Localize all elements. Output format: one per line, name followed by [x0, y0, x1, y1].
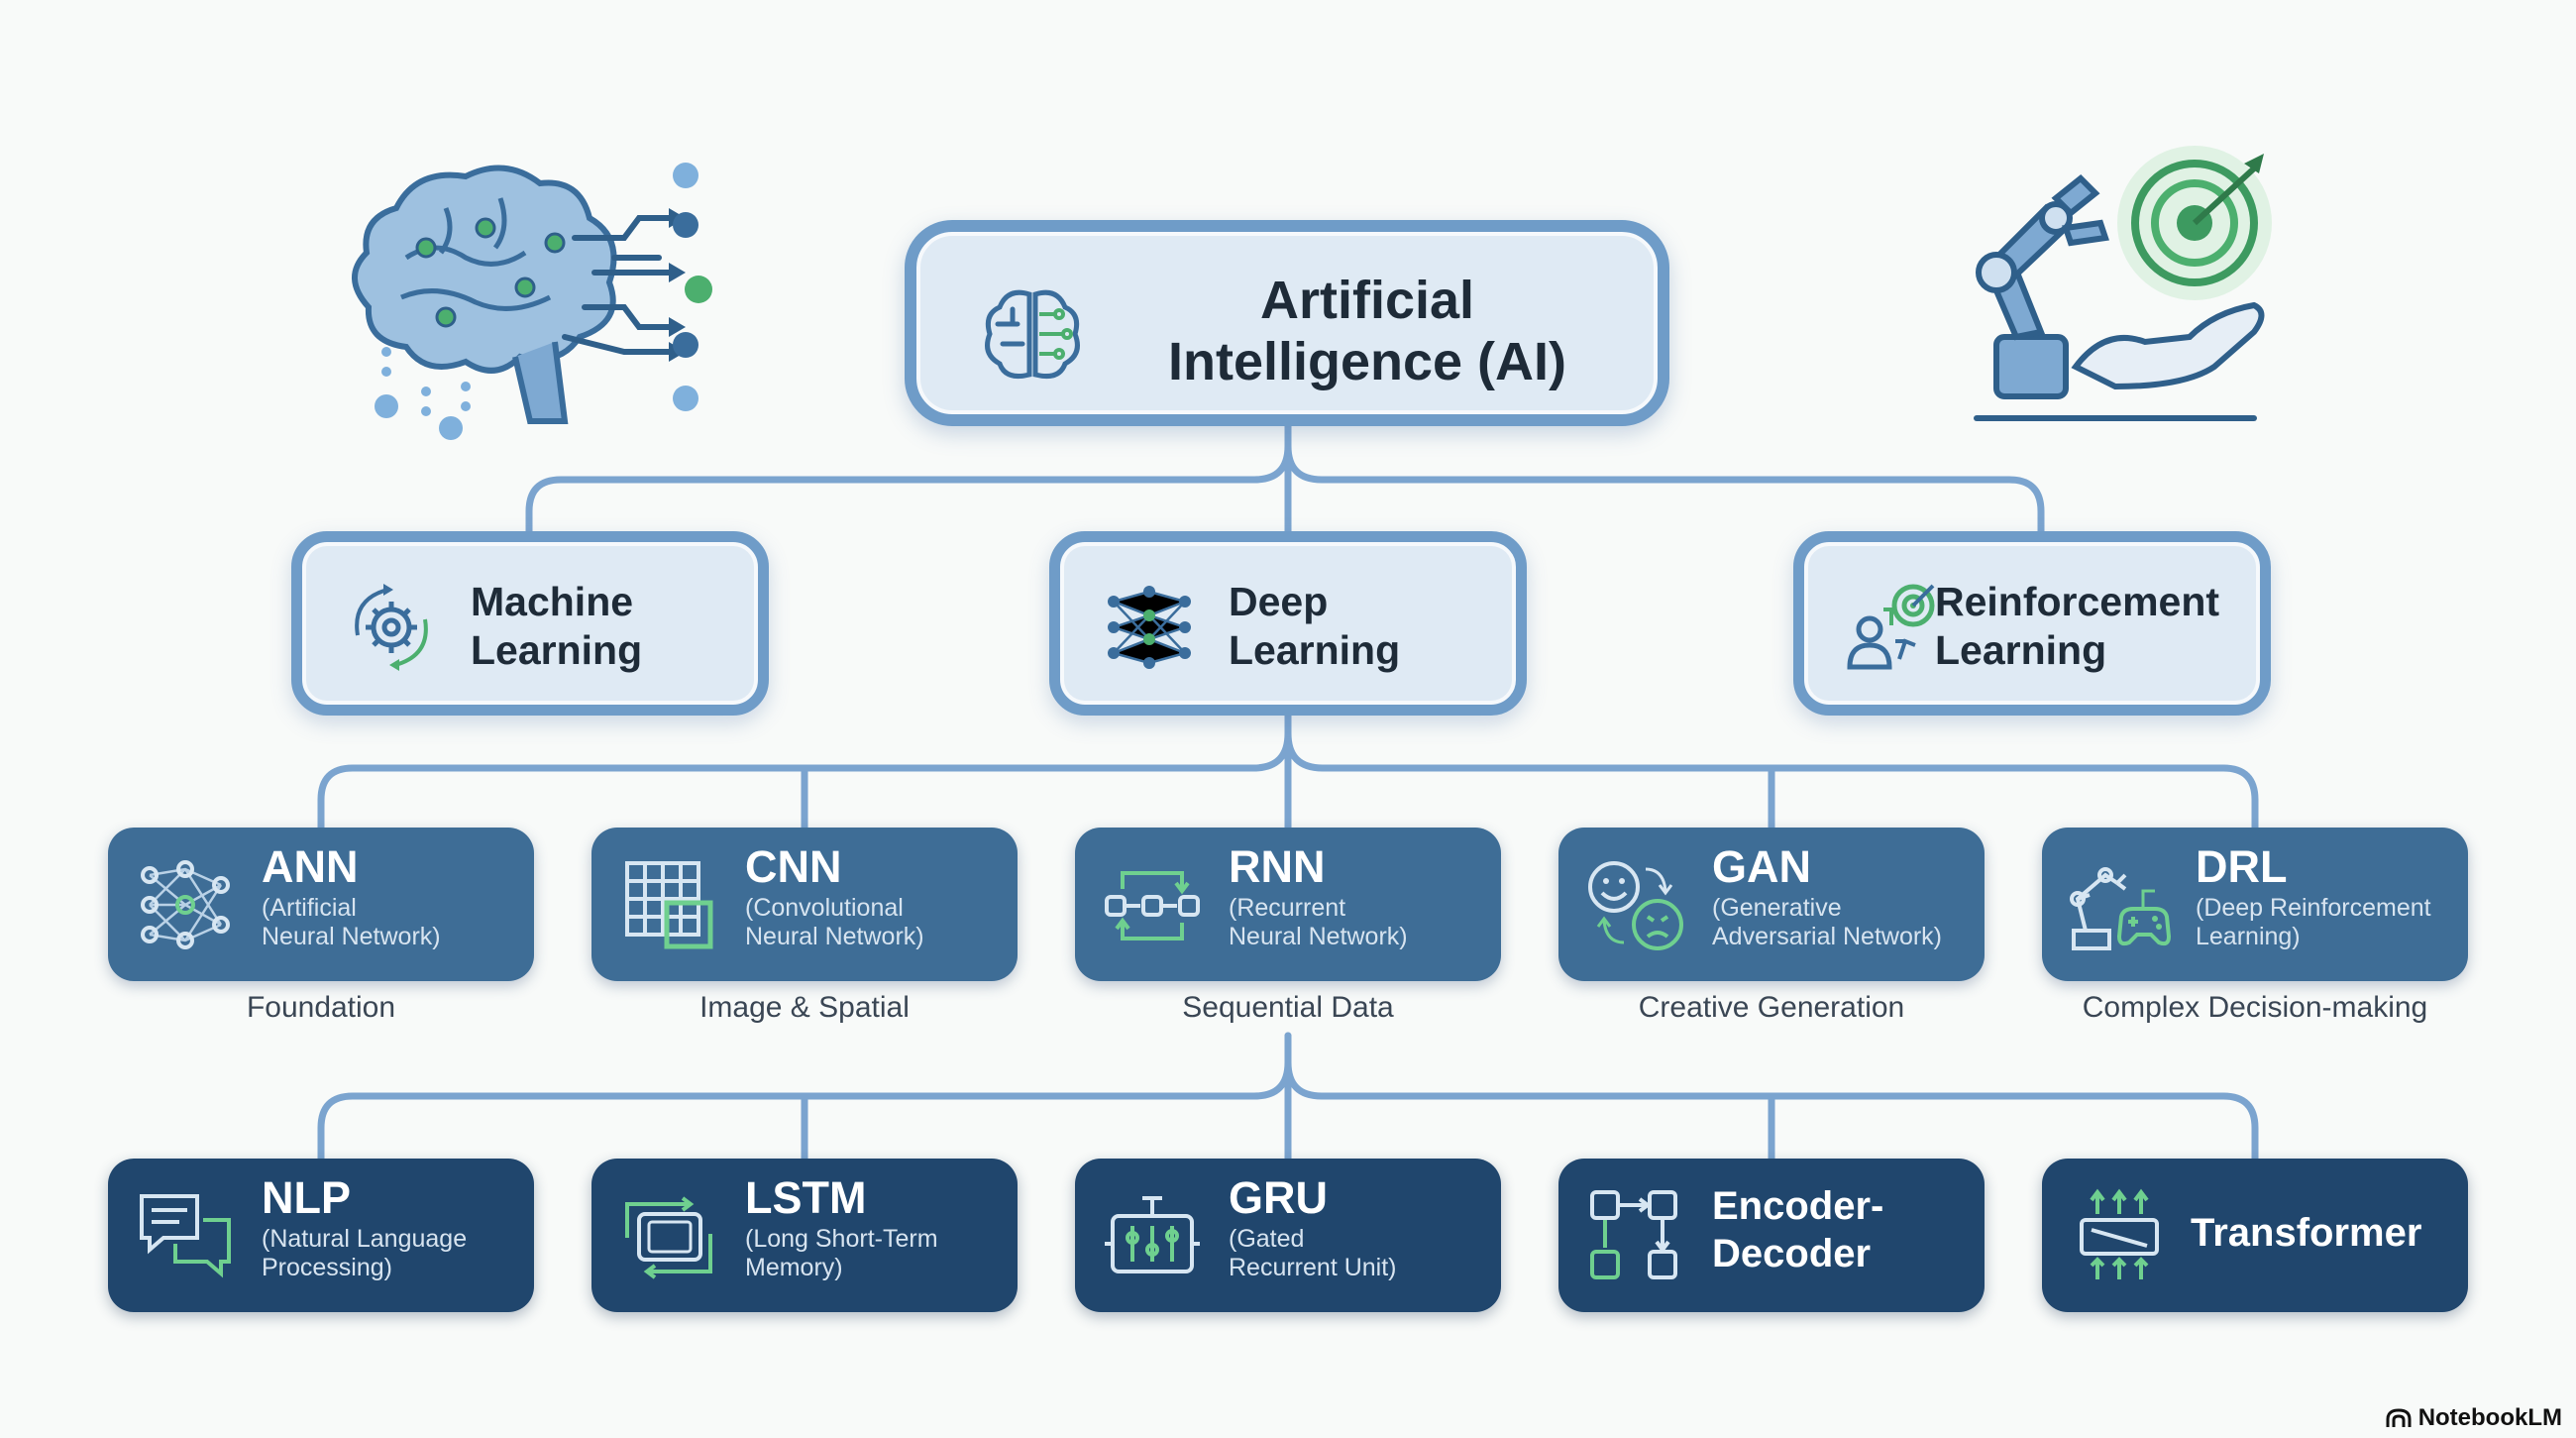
encoder-decoder-title: Encoder- Decoder	[1712, 1184, 1884, 1275]
deep-learning-title: Deep Learning	[1229, 579, 1401, 673]
rnn-node[interactable]: RNN (Recurrent Neural Network)	[1075, 828, 1501, 981]
artificial-intelligence-title: Artificial Intelligence (AI)	[1167, 271, 1567, 391]
gru-title: GRU	[1229, 1172, 1328, 1223]
cnn-subtitle: (Convolutional Neural Network)	[745, 894, 924, 950]
ann-caption: Foundation	[246, 991, 396, 1024]
loop-icon	[1105, 871, 1200, 940]
gan-node[interactable]: GAN (Generative Adversarial Network)	[1558, 828, 1985, 981]
reinforcement-learning-node[interactable]: Reinforcement Learning	[1793, 531, 2271, 716]
robot-gamepad-icon	[2070, 867, 2171, 950]
chat-bubbles-icon	[140, 1194, 231, 1278]
gear-cycle-icon	[355, 584, 428, 671]
notebooklm-logo-icon	[2386, 1408, 2412, 1427]
nlp-subtitle: (Natural Language Processing)	[262, 1225, 468, 1281]
reinforcement-learning-title: Reinforcement Learning	[1935, 579, 2220, 673]
ann-subtitle: (Artificial Neural Network)	[262, 894, 441, 950]
grid-icon	[625, 861, 713, 949]
lstm-subtitle: (Long Short-Term Memory)	[745, 1225, 938, 1281]
person-target-icon	[1847, 584, 1935, 670]
gru-node[interactable]: GRU (Gated Recurrent Unit)	[1075, 1159, 1501, 1312]
neural-network-icon	[1108, 586, 1191, 669]
gan-subtitle: (Generative Adversarial Network)	[1712, 894, 1943, 950]
faces-icon	[1588, 861, 1683, 950]
gru-subtitle: (Gated Recurrent Unit)	[1229, 1225, 1397, 1281]
nlp-node[interactable]: NLP (Natural Language Processing)	[108, 1159, 534, 1312]
drl-title: DRL	[2196, 841, 2288, 892]
machine-learning-node[interactable]: Machine Learning	[291, 531, 769, 716]
rnn-subtitle: (Recurrent Neural Network)	[1229, 894, 1408, 950]
nlp-title: NLP	[262, 1172, 351, 1223]
rnn-title: RNN	[1229, 841, 1326, 892]
transformer-node[interactable]: Transformer	[2042, 1159, 2468, 1312]
drl-subtitle: (Deep Reinforcement Learning)	[2196, 894, 2431, 950]
ann-node[interactable]: ANN (Artificial Neural Network)	[108, 828, 534, 981]
transformer-icon	[2080, 1188, 2159, 1279]
drl-node[interactable]: DRL (Deep Reinforcement Learning)	[2042, 828, 2468, 981]
gate-unit-icon	[1105, 1196, 1200, 1273]
gan-title: GAN	[1712, 841, 1811, 892]
encoder-decoder-node[interactable]: Encoder- Decoder	[1558, 1159, 1985, 1312]
cnn-node[interactable]: CNN (Convolutional Neural Network)	[591, 828, 1018, 981]
encoder-decoder-icon	[1590, 1190, 1677, 1279]
lstm-node[interactable]: LSTM (Long Short-Term Memory)	[591, 1159, 1018, 1312]
brain-icon	[985, 289, 1080, 380]
ann-title: ANN	[262, 841, 359, 892]
cnn-caption: Image & Spatial	[699, 991, 910, 1024]
network-icon	[141, 860, 230, 949]
lstm-title: LSTM	[745, 1172, 867, 1223]
transformer-title: Transformer	[2191, 1211, 2422, 1255]
gan-caption: Creative Generation	[1638, 991, 1905, 1024]
deep-learning-node[interactable]: Deep Learning	[1049, 531, 1527, 716]
robot-arm-target-icon	[1974, 146, 2272, 421]
brand-name: NotebookLM	[2417, 1404, 2562, 1431]
brain-circuit-icon	[352, 163, 712, 440]
rnn-caption: Sequential Data	[1182, 991, 1394, 1024]
memory-cell-icon	[625, 1196, 712, 1279]
brand-logo: NotebookLM	[2385, 1404, 2562, 1432]
machine-learning-title: Machine Learning	[471, 579, 643, 673]
artificial-intelligence-node[interactable]: Artificial Intelligence (AI)	[905, 220, 1669, 426]
drl-caption: Complex Decision-making	[2082, 991, 2428, 1024]
cnn-title: CNN	[745, 841, 842, 892]
